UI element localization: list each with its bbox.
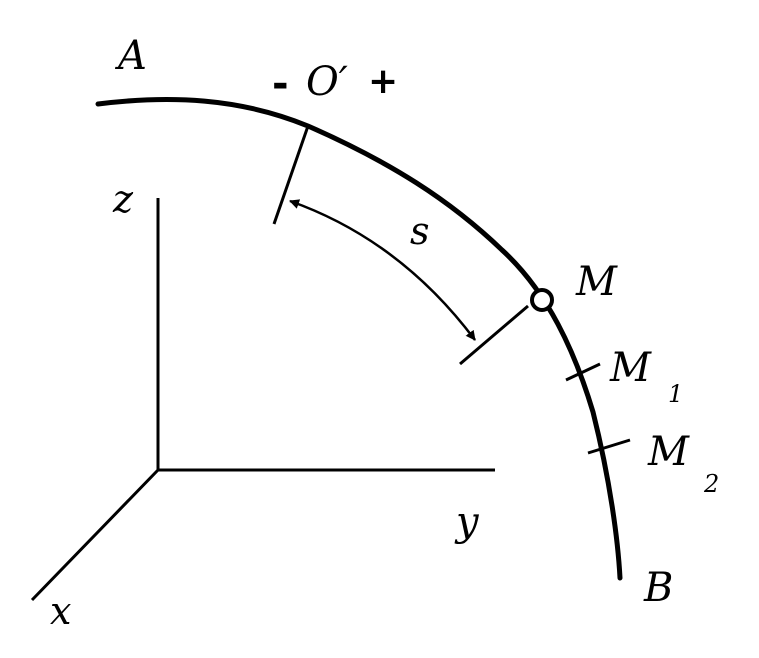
trajectory-curve: [95, 96, 623, 581]
point-m: [530, 288, 554, 312]
arc-length-arrow: [289, 199, 476, 341]
label-m1-subscript: 1: [668, 380, 684, 408]
label-m2-subscript: 2: [704, 470, 720, 498]
label-m: M: [576, 259, 617, 305]
point-m-extension-line: [459, 304, 529, 366]
label-plus: +: [368, 61, 399, 102]
label-m1: M: [610, 345, 651, 391]
label-origin: O′: [306, 59, 348, 105]
label-z: z: [113, 177, 134, 221]
origin-extension-line: [272, 125, 310, 225]
label-s: s: [410, 209, 430, 253]
tick-m2: [587, 438, 631, 455]
label-a: A: [118, 33, 147, 79]
label-m2: M: [648, 429, 689, 475]
x-axis: [30, 468, 160, 602]
label-b: B: [644, 565, 674, 611]
label-x: x: [50, 589, 72, 633]
tick-m1: [565, 362, 601, 382]
label-y: y: [456, 499, 479, 545]
label-minus: -: [272, 61, 289, 107]
